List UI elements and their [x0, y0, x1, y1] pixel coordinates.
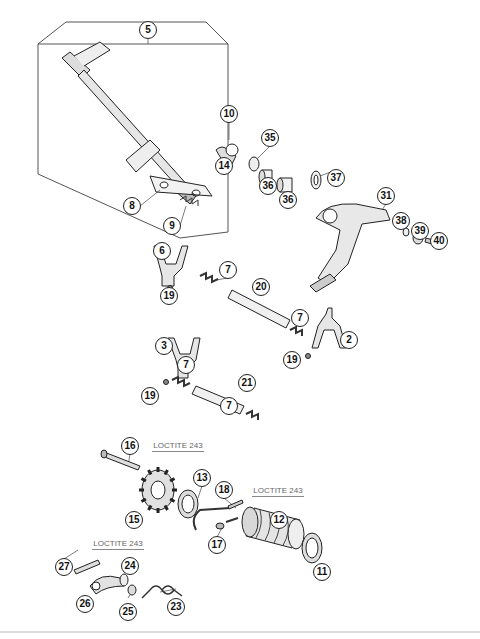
callout-number: 10: [220, 105, 238, 123]
callout-number: 14: [215, 157, 233, 175]
callout-number: 24: [121, 557, 139, 575]
gear-tooth: [139, 489, 144, 492]
callout-number: 35: [261, 129, 279, 147]
callout-number: 3: [155, 337, 173, 355]
adhesive-note: LOCTITE 243: [252, 486, 303, 497]
gear-tooth: [165, 506, 168, 510]
callout-number: 7: [177, 356, 195, 374]
callout-number: 17: [208, 536, 226, 554]
callout-number: 8: [123, 197, 141, 215]
callout-number: 27: [55, 558, 73, 576]
callout-number: 16: [121, 437, 139, 455]
callout-number: 19: [160, 287, 178, 305]
callout-number: 21: [238, 374, 256, 392]
callout-number: 15: [125, 511, 143, 529]
gear-tooth: [170, 499, 174, 502]
adhesive-note: LOCTITE 243: [92, 539, 143, 550]
callout-number: 12: [270, 511, 288, 529]
callout-number: 36: [259, 177, 277, 195]
gear-tooth: [149, 506, 152, 510]
callout-number: 9: [163, 217, 181, 235]
gear-tooth: [142, 479, 146, 482]
callout-number: 38: [392, 212, 410, 230]
callout-number: 13: [193, 469, 211, 487]
gear-tooth: [172, 489, 177, 492]
gear-tooth: [170, 479, 174, 482]
callout-number: 2: [340, 331, 358, 349]
callout-number: 7: [291, 309, 309, 327]
callout-number: 36: [279, 191, 297, 209]
callout-number: 18: [215, 481, 233, 499]
callout-number: 6: [153, 242, 171, 260]
callout-number: 39: [411, 222, 429, 240]
callout-number: 19: [283, 351, 301, 369]
callout-number: 26: [76, 595, 94, 613]
drum-groove: [256, 510, 261, 538]
gear-tooth: [149, 470, 152, 474]
adhesive-note: LOCTITE 243: [152, 441, 203, 452]
gear-tooth: [165, 470, 168, 474]
gear-tooth: [157, 508, 160, 513]
callout-number: 40: [430, 232, 448, 250]
callout-number: 25: [119, 603, 137, 621]
callout-number: 11: [313, 563, 331, 581]
callout-number: 5: [139, 21, 157, 39]
gear-tooth: [157, 467, 160, 472]
callout-number: 20: [252, 278, 270, 296]
callout-number: 7: [219, 261, 237, 279]
callout-number: 31: [377, 187, 395, 205]
callout-number: 19: [141, 387, 159, 405]
callout-number: 23: [167, 598, 185, 616]
callout-number: 7: [220, 397, 238, 415]
callout-number: 37: [327, 169, 345, 187]
gear-tooth: [142, 499, 146, 502]
